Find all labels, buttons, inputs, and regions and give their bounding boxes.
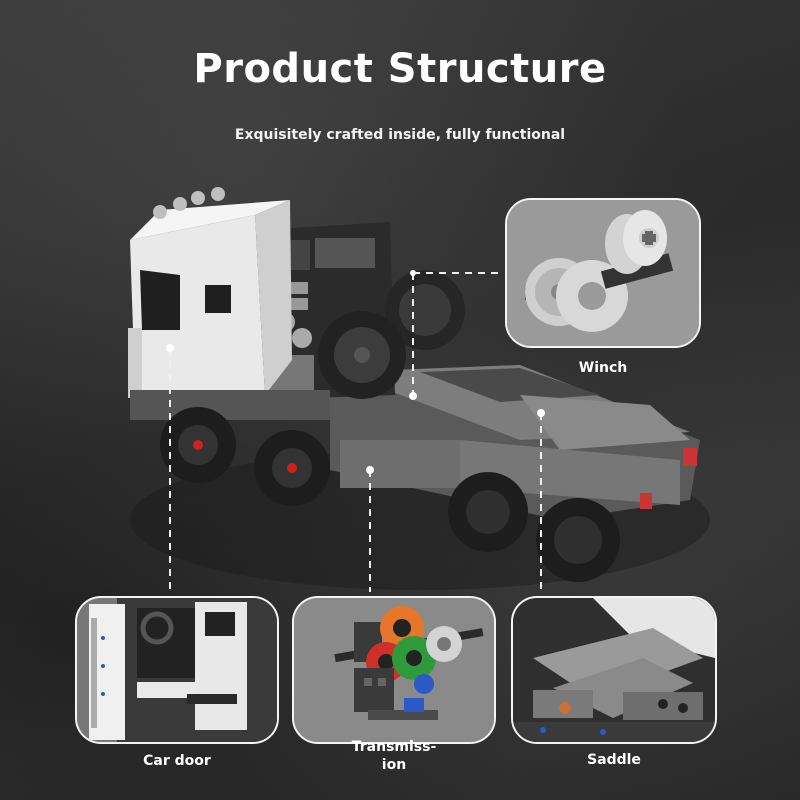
winch-card	[505, 198, 701, 348]
saddle-image	[513, 598, 715, 742]
page-subtitle: Exquisitely crafted inside, fully functi…	[234, 127, 566, 143]
winch-label: Winch	[578, 360, 628, 376]
transmission-image	[294, 598, 494, 742]
transmission-label: Transmiss- ion	[351, 739, 437, 773]
car-door-label: Car door	[143, 753, 211, 769]
car-door-card	[75, 596, 279, 744]
car-door-image	[77, 598, 277, 742]
winch-image	[507, 200, 699, 346]
transmission-card	[292, 596, 496, 744]
saddle-label: Saddle	[587, 752, 641, 768]
saddle-card	[511, 596, 717, 744]
page-title: Product Structure	[193, 46, 607, 92]
